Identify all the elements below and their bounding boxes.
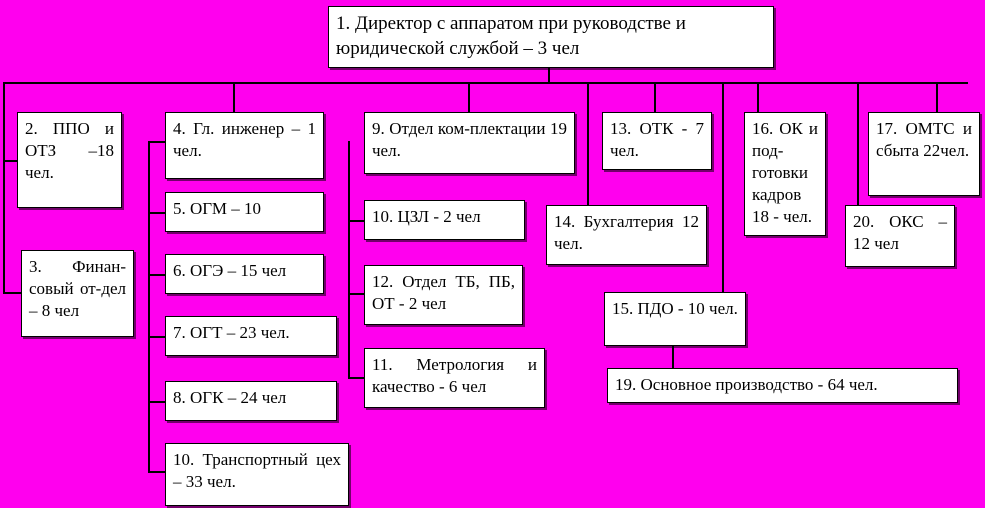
node-accounting[interactable]: 14. Бухгалтерия 12 чел.	[546, 205, 707, 265]
node-oge[interactable]: 6. ОГЭ – 15 чел	[165, 254, 324, 294]
connector-drop-node15	[722, 82, 724, 292]
connector-stub-node7	[148, 336, 166, 338]
connector-stub-node3	[3, 292, 23, 294]
connector-stub-node8	[148, 401, 166, 403]
connector-stub-node5	[148, 212, 166, 214]
connector-node15-to-node19	[672, 345, 674, 369]
connector-root-stem	[548, 68, 550, 83]
node-director[interactable]: 1. Директор с аппаратом при руководстве …	[328, 6, 774, 68]
node-transport-shop[interactable]: 10. Транспортный цех – 33 чел.	[165, 443, 349, 506]
connector-left-spine	[3, 82, 5, 294]
node-czl[interactable]: 10. ЦЗЛ - 2 чел	[364, 200, 525, 240]
connector-drop-node4	[233, 82, 235, 112]
connector-drop-node14	[587, 82, 589, 205]
connector-stub-node10a	[348, 220, 364, 222]
connector-drop-node9	[468, 82, 470, 112]
connector-stub-node11	[348, 377, 364, 379]
connector-stub-node2	[3, 160, 19, 162]
node-pdo[interactable]: 15. ПДО - 10 чел.	[604, 292, 746, 346]
node-ogk[interactable]: 8. ОГК – 24 чел	[165, 381, 337, 421]
node-chief-engineer[interactable]: 4. Гл. инженер – 1 чел.	[165, 112, 324, 179]
connector-drop-node20	[857, 82, 859, 205]
connector-stub-node4	[148, 141, 166, 143]
connector-stub-node6	[148, 274, 166, 276]
node-otk[interactable]: 13. ОТК - 7 чел.	[602, 112, 712, 170]
node-ppo-otz[interactable]: 2. ППО и ОТЗ –18 чел.	[17, 112, 122, 208]
node-hr-training[interactable]: 16. ОК и под-готовки кадров 18 - чел.	[744, 112, 826, 236]
connector-drop-node17	[936, 82, 938, 112]
connector-drop-node16	[757, 82, 759, 112]
connector-drop-node13	[654, 82, 656, 112]
connector-engineer-spine	[148, 141, 150, 471]
connector-main-bus	[3, 82, 968, 84]
node-financial-dept[interactable]: 3. Финан-совый от-дел – 8 чел	[21, 250, 134, 337]
node-metrology-quality[interactable]: 11. Метрология и качество - 6 чел	[364, 348, 545, 408]
connector-czl-spine	[348, 141, 350, 377]
connector-stub-node10b	[148, 471, 166, 473]
node-tb-pb-ot-dept[interactable]: 12. Отдел ТБ, ПБ, ОТ - 2 чел	[364, 265, 523, 325]
node-main-production[interactable]: 19. Основное производство - 64 чел.	[607, 368, 958, 403]
node-omts-sales[interactable]: 17. ОМТС и сбыта 22чел.	[868, 112, 980, 196]
node-ogm[interactable]: 5. ОГМ – 10	[165, 192, 324, 232]
node-oks[interactable]: 20. ОКС – 12 чел	[845, 205, 955, 267]
connector-stub-node12	[348, 293, 364, 295]
node-completion-dept[interactable]: 9. Отдел ком-плектации 19 чел.	[364, 112, 575, 174]
node-ogt[interactable]: 7. ОГТ – 23 чел.	[165, 316, 337, 356]
